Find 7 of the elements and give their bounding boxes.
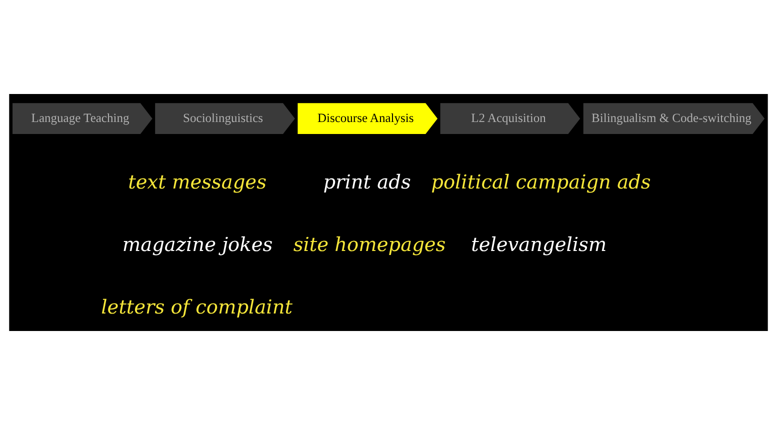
label: site homepages (293, 233, 446, 256)
label: text messages (128, 170, 266, 194)
label: magazine jokes (122, 233, 273, 256)
label: letters of complaint (101, 296, 292, 319)
label: political campaign ads (431, 170, 651, 194)
label: print ads (323, 170, 411, 194)
label: televangelism (471, 233, 607, 256)
